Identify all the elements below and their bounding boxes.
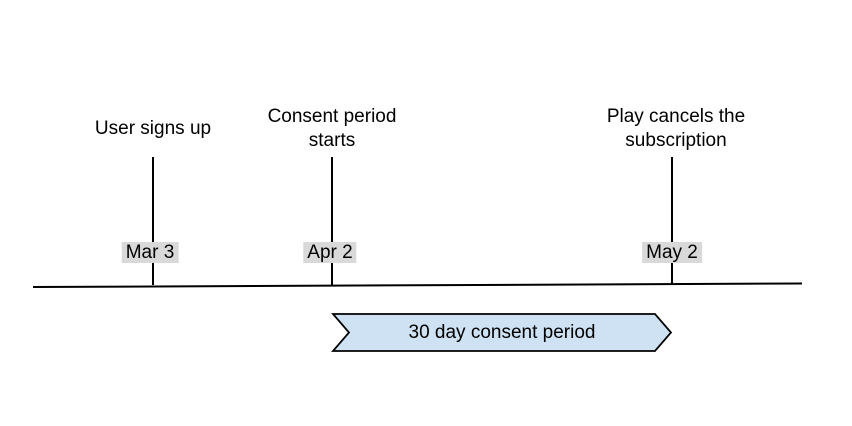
- consent-period-label: 30 day consent period: [408, 322, 596, 343]
- event-label-consent-period-starts: Consent period starts: [267, 106, 397, 151]
- event-tick-may-2: [671, 157, 673, 285]
- event-label-user-signs-up: User signs up: [94, 118, 212, 139]
- event-date-may-2: May 2: [642, 242, 702, 263]
- event-tick-mar-3: [152, 157, 154, 285]
- timeline-axis-line: [32, 282, 803, 288]
- event-date-apr-2: Apr 2: [303, 242, 357, 263]
- event-date-mar-3: Mar 3: [121, 242, 179, 263]
- event-tick-apr-2: [331, 157, 333, 285]
- event-label-play-cancels-subscription: Play cancels the subscription: [606, 106, 746, 151]
